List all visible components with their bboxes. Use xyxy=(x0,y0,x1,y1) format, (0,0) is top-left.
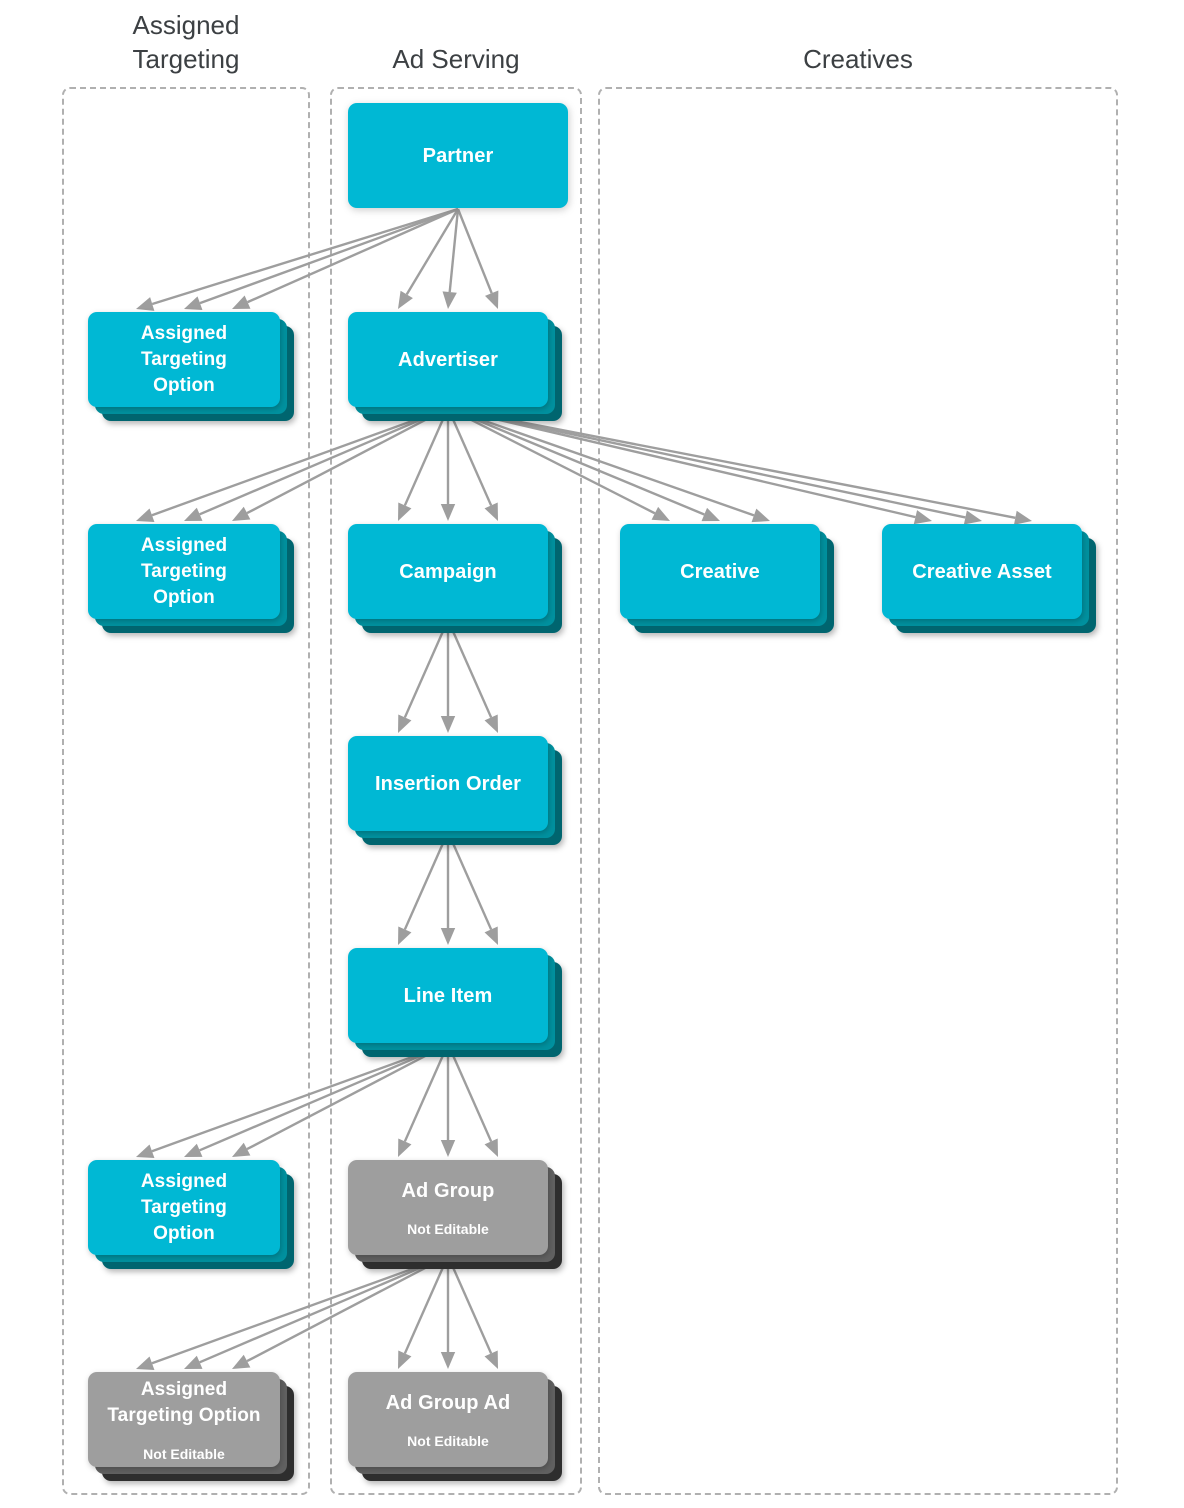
node-editability-note: Not Editable xyxy=(143,1445,225,1462)
node-advertiser: Advertiser xyxy=(348,312,562,421)
node-editability-note: Not Editable xyxy=(407,1432,489,1449)
node-assigned-targeting-option-partner: Assigned Targeting Option xyxy=(88,312,294,421)
node-label: Creative xyxy=(680,560,760,583)
node-insertion-order: Insertion Order xyxy=(348,736,562,845)
column-header-assigned-targeting: Assigned Targeting xyxy=(132,10,240,74)
node-creative-asset: Creative Asset xyxy=(882,524,1096,633)
column-header-creatives: Creatives xyxy=(803,44,913,74)
node-label: Advertiser xyxy=(398,348,498,371)
card-face[interactable]: Insertion Order xyxy=(348,736,548,831)
column-group-creatives xyxy=(598,87,1118,1495)
column-group-ad-serving xyxy=(330,87,582,1495)
node-assigned-targeting-option-line-item: Assigned Targeting Option xyxy=(88,1160,294,1269)
node-label: Creative Asset xyxy=(912,560,1052,583)
node-assigned-targeting-option-advertiser: Assigned Targeting Option xyxy=(88,524,294,633)
column-header-ad-serving: Ad Serving xyxy=(392,44,520,74)
card-face[interactable]: Advertiser xyxy=(348,312,548,407)
node-campaign: Campaign xyxy=(348,524,562,633)
node-partner: Partner xyxy=(348,103,568,208)
card-face[interactable]: Campaign xyxy=(348,524,548,619)
node-label: Assigned Targeting Option xyxy=(140,322,228,396)
card-face[interactable]: Line Item xyxy=(348,948,548,1043)
node-label: Partner xyxy=(422,144,494,167)
card-face[interactable]: Assigned Targeting Option xyxy=(88,524,280,619)
node-line-item: Line Item xyxy=(348,948,562,1057)
node-label: Insertion Order xyxy=(375,772,521,795)
node-label: Line Item xyxy=(403,984,493,1007)
card-face[interactable]: Creative Asset xyxy=(882,524,1082,619)
node-editability-note: Not Editable xyxy=(407,1220,489,1237)
node-label: Ad Group Ad xyxy=(385,1391,511,1414)
card-face[interactable]: Ad Group Ad Not Editable xyxy=(348,1372,548,1467)
node-label: Ad Group xyxy=(401,1179,495,1202)
card-face[interactable]: Assigned Targeting Option xyxy=(88,312,280,407)
node-label: Assigned Targeting Option xyxy=(107,1378,261,1426)
node-creative: Creative xyxy=(620,524,834,633)
node-label: Campaign xyxy=(399,560,497,583)
node-label: Assigned Targeting Option xyxy=(140,1170,228,1244)
card-face[interactable]: Assigned Targeting Option xyxy=(88,1160,280,1255)
card-face[interactable]: Creative xyxy=(620,524,820,619)
column-group-assigned-targeting xyxy=(62,87,310,1495)
node-ad-group-ad: Ad Group Ad Not Editable xyxy=(348,1372,562,1481)
node-label: Assigned Targeting Option xyxy=(140,534,228,608)
card-face[interactable]: Partner xyxy=(348,103,568,208)
